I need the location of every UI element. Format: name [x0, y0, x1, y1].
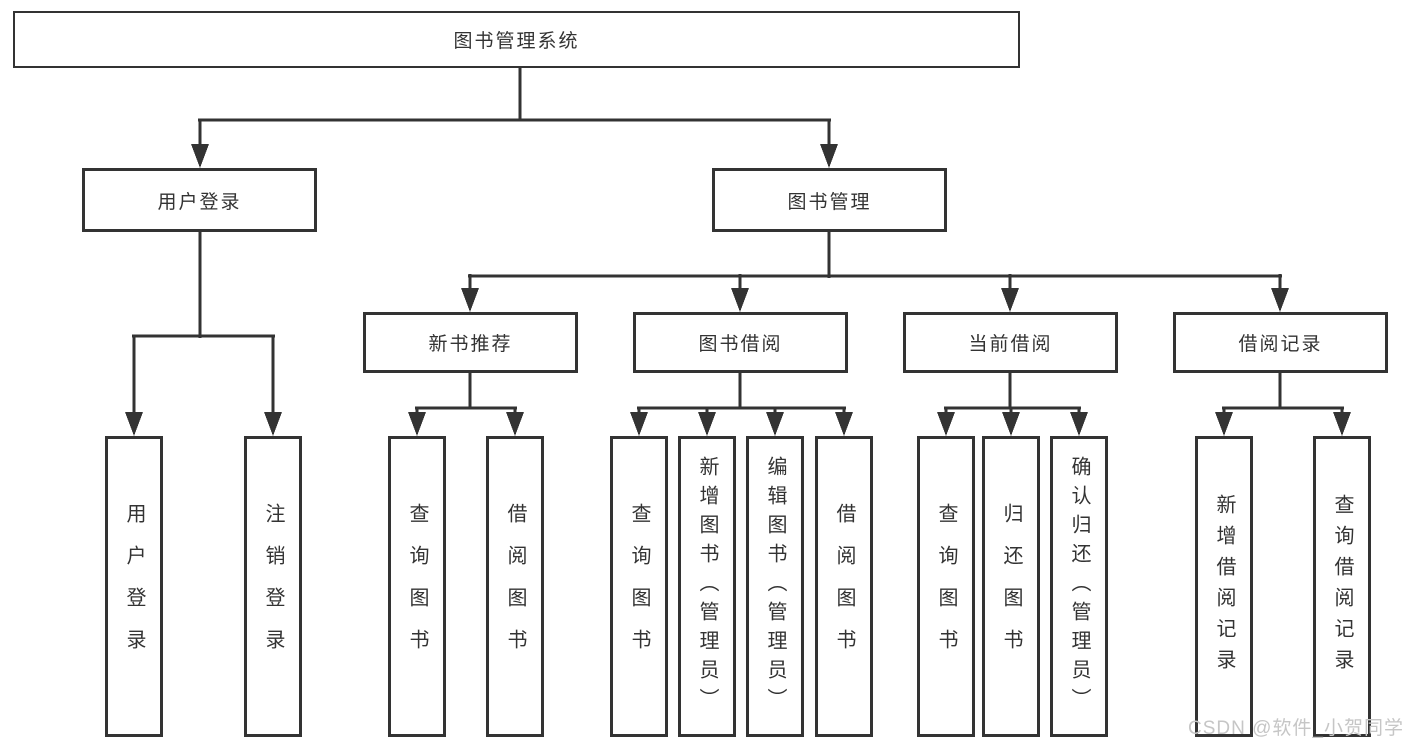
node-user-login: 用户登录 — [82, 168, 317, 232]
node-label: 借阅记录 — [1238, 334, 1323, 355]
node-add-borrow-record: 新增借阅记录 — [1195, 436, 1253, 737]
node-label: 新增图书（管理员） — [696, 456, 718, 717]
node-book-borrow: 图书借阅 — [633, 312, 848, 373]
node-label: 用户登录 — [157, 191, 242, 213]
node-label: 当前借阅 — [968, 334, 1053, 355]
node-label: 编辑图书（管理员） — [764, 456, 786, 717]
node-label: 查询借阅记录 — [1331, 493, 1353, 680]
node-label: 查询图书 — [406, 502, 428, 671]
node-book-management: 图书管理 — [712, 168, 947, 232]
watermark: CSDN @软件_小贺同学 — [1188, 718, 1404, 739]
node-new-book-recommend: 新书推荐 — [363, 312, 578, 373]
node-add-books-admin: 新增图书（管理员） — [678, 436, 736, 737]
node-label: 图书借阅 — [698, 334, 783, 355]
node-label: 确认归还（管理员） — [1068, 456, 1090, 717]
node-edit-books-admin: 编辑图书（管理员） — [746, 436, 804, 737]
node-user-login-leaf: 用户登录 — [105, 436, 163, 737]
node-label: 借阅图书 — [833, 502, 855, 671]
node-label: 新增借阅记录 — [1213, 493, 1235, 680]
node-logout: 注销登录 — [244, 436, 302, 737]
node-label: 查询图书 — [935, 502, 957, 671]
node-label: 归还图书 — [1000, 502, 1022, 671]
node-label: 新书推荐 — [428, 334, 513, 355]
node-book-management-system: 图书管理系统 — [13, 11, 1020, 68]
node-borrow-books-recommend: 借阅图书 — [486, 436, 544, 737]
node-query-books-recommend: 查询图书 — [388, 436, 446, 737]
node-label: 用户登录 — [123, 502, 145, 671]
node-query-books-current: 查询图书 — [917, 436, 975, 737]
node-current-borrow: 当前借阅 — [903, 312, 1118, 373]
node-confirm-return-admin: 确认归还（管理员） — [1050, 436, 1108, 737]
node-label: 图书管理系统 — [453, 31, 580, 52]
node-return-books: 归还图书 — [982, 436, 1040, 737]
node-borrow-records: 借阅记录 — [1173, 312, 1388, 373]
node-label: 图书管理 — [787, 191, 872, 213]
node-borrow-books-leaf: 借阅图书 — [815, 436, 873, 737]
node-label: 查询图书 — [628, 502, 650, 671]
node-query-borrow-record: 查询借阅记录 — [1313, 436, 1371, 737]
node-label: 借阅图书 — [504, 502, 526, 671]
node-label: 注销登录 — [262, 502, 284, 671]
node-query-books-borrow: 查询图书 — [610, 436, 668, 737]
